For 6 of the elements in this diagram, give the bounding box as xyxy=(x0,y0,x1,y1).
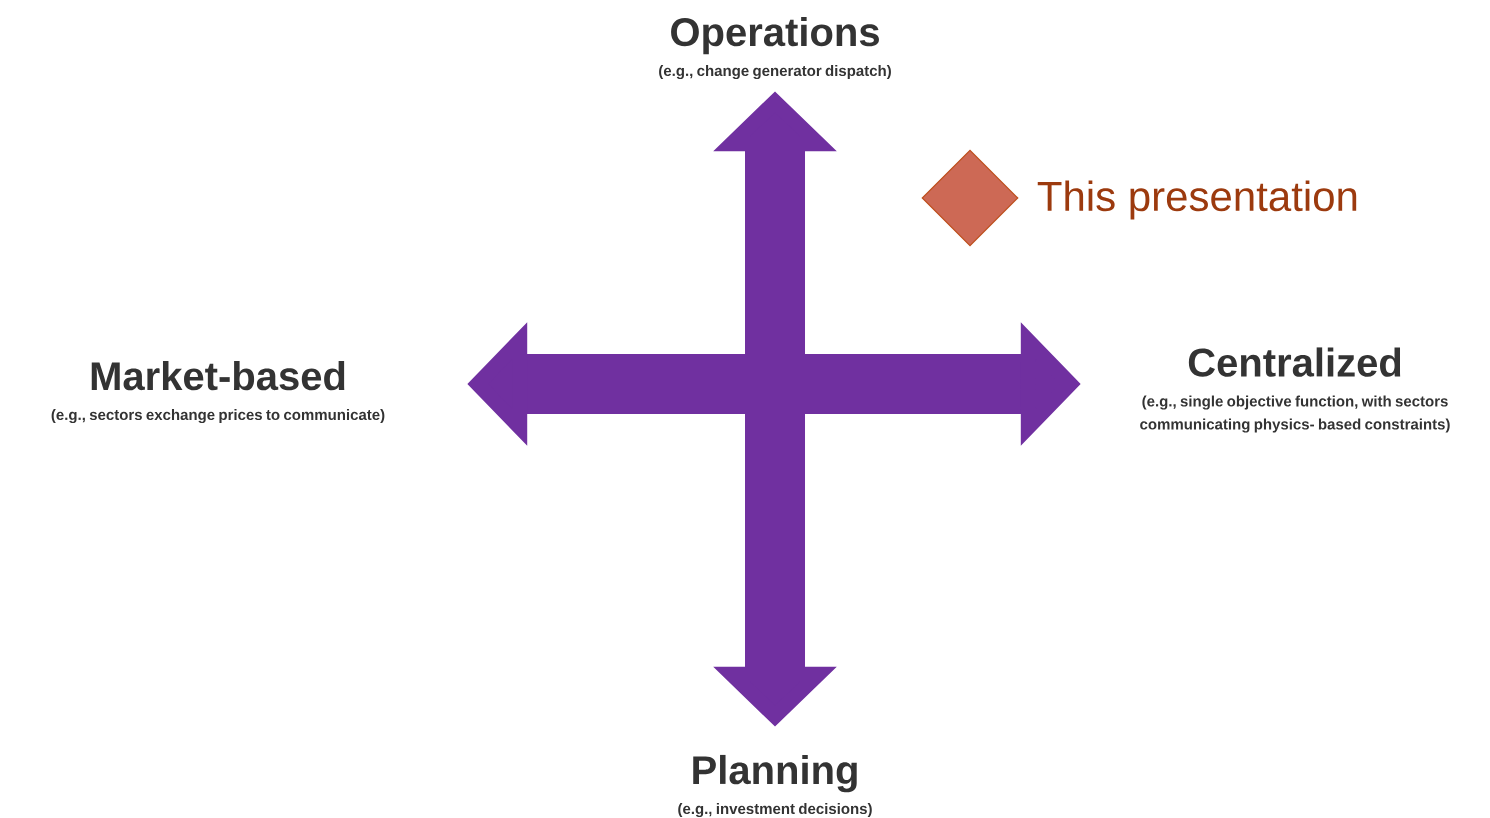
axis-label: Centralized (e.g., single objective function, with sectors communicating physics- based constraints) xyxy=(1140,347,1450,433)
axis-label: Operations (e.g., change generator dispatch) xyxy=(659,16,891,80)
axis-label: Planning (e.g., investment decisions) xyxy=(678,754,872,818)
axis-label: Market-based (e.g., sectors exchange prices to communicate) xyxy=(51,360,385,424)
annotation-text: This presentation xyxy=(1037,180,1357,220)
diamond-marker xyxy=(921,149,1019,247)
